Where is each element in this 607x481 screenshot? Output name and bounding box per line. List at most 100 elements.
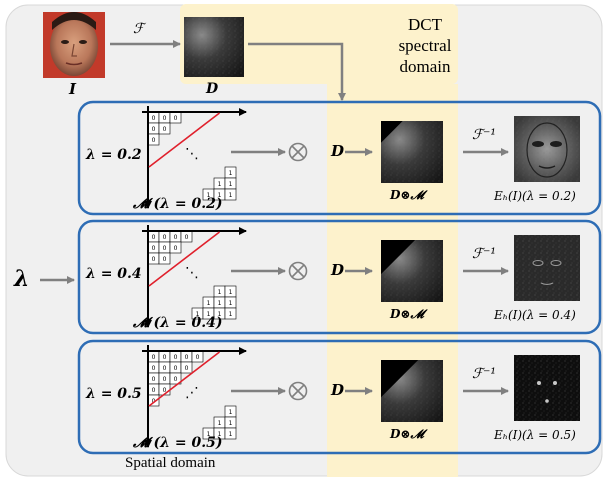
mask-cell-digit: 1 bbox=[218, 420, 222, 427]
mask-cell-digit: 1 bbox=[218, 192, 222, 199]
output-face-mouth bbox=[545, 399, 549, 403]
mask-cell-digit: 1 bbox=[229, 431, 233, 438]
masked-low-frequency-region bbox=[381, 121, 403, 143]
masked-low-frequency-region bbox=[381, 360, 419, 398]
mask-cell-digit: 0 bbox=[163, 256, 167, 263]
output-label: Eₕ(I)(λ = 0.4) bbox=[494, 308, 576, 322]
dct-domain-label: DCT spectral domain bbox=[398, 15, 452, 76]
masked-label: D⊗𝓜 bbox=[390, 307, 424, 321]
row-box-2 bbox=[77, 219, 602, 335]
mask-caption: 𝓜 (λ = 0.4) bbox=[133, 315, 223, 331]
mask-caption: 𝓜 (λ = 0.2) bbox=[133, 196, 223, 212]
mask-caption: 𝓜 (λ = 0.5) bbox=[133, 435, 223, 451]
output-label: Eₕ(I)(λ = 0.5) bbox=[494, 428, 576, 442]
mask-cell bbox=[224, 188, 237, 201]
mask-cell-digit: 1 bbox=[229, 420, 233, 427]
d-symbol: D bbox=[331, 261, 345, 279]
mask-cell-digit: 1 bbox=[229, 409, 233, 416]
mask-cell-digit: 1 bbox=[229, 170, 233, 177]
masked-label: D⊗𝓜 bbox=[390, 427, 424, 441]
mask-cell-digit: 0 bbox=[152, 137, 156, 144]
mask-cell-digit: 0 bbox=[185, 354, 189, 361]
mask-cell-digit: 0 bbox=[163, 115, 167, 122]
mask-cell-digit: 0 bbox=[174, 245, 178, 252]
mask-cell bbox=[180, 361, 193, 374]
output-face-eye bbox=[532, 141, 544, 147]
input-face-image bbox=[43, 12, 105, 78]
mask-cell-digit: 0 bbox=[152, 126, 156, 133]
input-image-label: I bbox=[69, 80, 77, 98]
spectrum-d-image bbox=[184, 17, 244, 77]
multiply-symbol-stroke bbox=[291, 264, 305, 278]
masked-label: D⊗𝓜 bbox=[390, 188, 424, 202]
mask-diagonal bbox=[148, 351, 220, 407]
lambda-symbol: λ bbox=[14, 266, 30, 292]
mask-cell-digit: 0 bbox=[163, 245, 167, 252]
mask-cell-digit: 1 bbox=[229, 289, 233, 296]
output-face-eye bbox=[532, 260, 544, 266]
mask-cell bbox=[224, 307, 237, 320]
masked-low-frequency-region bbox=[381, 240, 416, 275]
mask-cell-digit: 0 bbox=[174, 234, 178, 241]
mask-cell-digit: 0 bbox=[185, 234, 189, 241]
mask-cell-digit: 1 bbox=[207, 431, 211, 438]
mask-cell-digit: 0 bbox=[174, 365, 178, 372]
output-face-eye bbox=[550, 260, 562, 266]
mask-cell-digit: 1 bbox=[229, 311, 233, 318]
multiply-symbol bbox=[288, 142, 308, 162]
multiply-symbol-stroke bbox=[291, 384, 305, 398]
d-symbol: D bbox=[331, 381, 345, 399]
mask-ellipsis: ⋱ bbox=[185, 265, 199, 281]
mask-cell-digit: 0 bbox=[152, 376, 156, 383]
mask-cell-digit: 1 bbox=[218, 431, 222, 438]
lambda-value-label: λ = 0.5 bbox=[86, 386, 142, 402]
spectrum-down-arrow bbox=[248, 42, 346, 101]
d-symbol: D bbox=[331, 142, 345, 160]
spectrum-label: D bbox=[206, 81, 219, 97]
mask-cell-digit: 0 bbox=[152, 365, 156, 372]
lambda-value-label: λ = 0.4 bbox=[86, 266, 142, 282]
output-face-eye bbox=[550, 141, 562, 147]
inverse-fourier-label: ℱ⁻¹ bbox=[472, 127, 497, 143]
mask-cell-digit: 0 bbox=[163, 365, 167, 372]
mask-cell bbox=[158, 252, 171, 265]
inverse-fourier-label: ℱ⁻¹ bbox=[472, 366, 497, 382]
mask-cell-digit: 0 bbox=[185, 365, 189, 372]
mask-cell bbox=[169, 372, 182, 385]
mask-cell-digit: 0 bbox=[152, 387, 156, 394]
lambda-value-label: λ = 0.2 bbox=[86, 147, 142, 163]
mask-cell-digit: 0 bbox=[174, 115, 178, 122]
mask-cell-digit: 1 bbox=[207, 192, 211, 199]
output-face-outline bbox=[526, 122, 568, 178]
spatial-domain-label: Spatial domain bbox=[125, 455, 216, 471]
output-label: Eₕ(I)(λ = 0.2) bbox=[494, 189, 576, 203]
mask-cell-digit: 0 bbox=[163, 354, 167, 361]
mask-cell-digit: 0 bbox=[174, 376, 178, 383]
fourier-label: ℱ bbox=[133, 21, 145, 37]
mask-cell bbox=[224, 427, 237, 440]
mask-cell-digit: 1 bbox=[229, 300, 233, 307]
multiply-symbol bbox=[288, 261, 308, 281]
mask-ellipsis: ⋰ bbox=[185, 385, 199, 401]
output-image-noise bbox=[514, 235, 580, 301]
mask-cell-digit: 0 bbox=[174, 354, 178, 361]
mask-cell-digit: 0 bbox=[196, 354, 200, 361]
mask-cell-digit: 0 bbox=[152, 115, 156, 122]
mask-cell-digit: 0 bbox=[163, 376, 167, 383]
mask-cell-digit: 1 bbox=[207, 300, 211, 307]
row-box-1 bbox=[77, 100, 602, 216]
output-face-mouth bbox=[538, 165, 556, 169]
mask-cell-digit: 0 bbox=[152, 245, 156, 252]
mask-diagonal bbox=[148, 231, 220, 287]
mask-cell-digit: 0 bbox=[152, 234, 156, 241]
mask-cell-digit: 0 bbox=[163, 387, 167, 394]
output-face-eye bbox=[553, 381, 557, 385]
mask-diagonal bbox=[148, 112, 220, 168]
row-box-3 bbox=[77, 339, 602, 455]
output-face-mouth bbox=[540, 282, 554, 285]
mask-cell-digit: 1 bbox=[207, 311, 211, 318]
mask-cell-digit: 0 bbox=[163, 234, 167, 241]
mask-cell-digit: 1 bbox=[229, 181, 233, 188]
